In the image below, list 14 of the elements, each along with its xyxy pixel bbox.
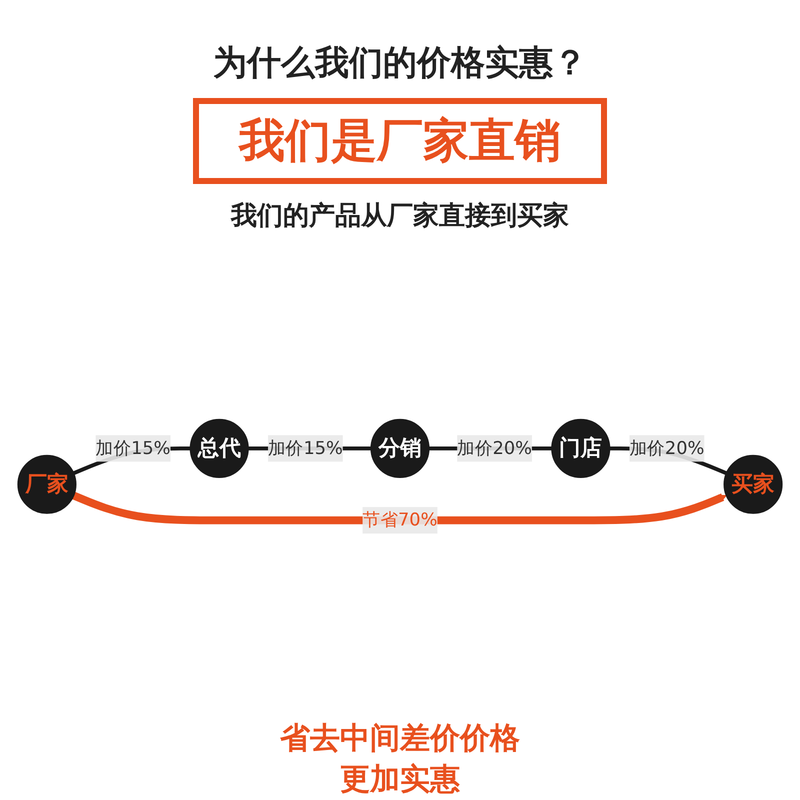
edge-label: 加价15% [268, 438, 343, 459]
banner-text: 我们是厂家直销 [193, 98, 607, 184]
edge-label: 加价20% [457, 438, 532, 459]
edge-label: 节省70% [362, 510, 438, 531]
node-circle: 分销 [370, 418, 430, 478]
edge-label: 加价15% [96, 438, 171, 459]
subtitle-text: 我们的产品从厂家直接到买家 [231, 200, 569, 233]
title: 为什么我们的价格实惠？ [213, 42, 587, 85]
edge-label: 加价20% [629, 438, 704, 459]
node-circle: 买家 [724, 454, 783, 514]
arrow [72, 492, 727, 524]
node-circle: 门店 [551, 418, 610, 478]
slogan-text: 省去中间差价价格更加实惠 [280, 720, 520, 799]
node-circle: 厂家 [17, 454, 76, 514]
